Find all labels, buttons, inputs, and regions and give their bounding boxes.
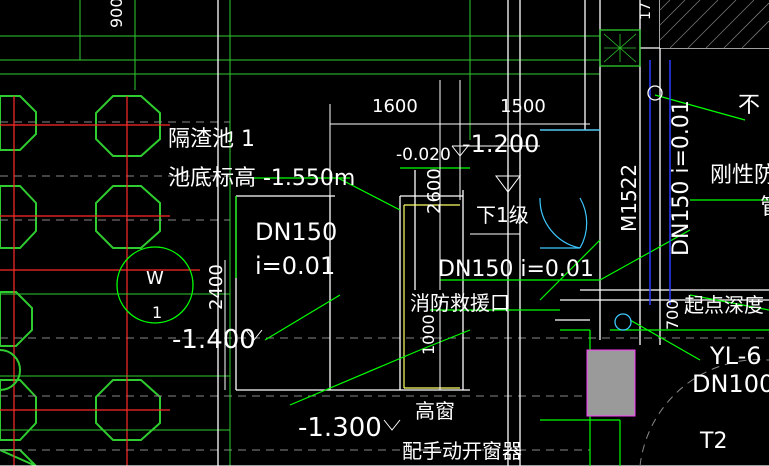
grey-column-block [586,349,636,417]
dim-2600-label: 2600 [424,168,445,214]
top-17-label: 17 [638,2,654,20]
blue-pipe [649,60,671,305]
dim-1600-label: 1600 [372,96,418,117]
red-axis-lines [0,96,200,466]
door-swing [539,129,600,249]
dashed-grid-lines [0,121,769,451]
yl-label: YL-6 [709,342,762,370]
green-hatch-square [599,29,641,67]
tank-bottom-label: 池底标高 -1.550m [168,166,355,191]
level-markers [245,145,540,431]
manual-window-label: 配手动开窗器 [402,439,522,463]
down-step-symbol [470,175,521,235]
dim-1000-label: 1000 [419,314,438,355]
dimension-lines [224,80,590,390]
not-label: 不 [738,93,760,118]
door-code-label: M1522 [617,164,641,232]
circles [0,85,769,466]
hatched-region [659,0,769,49]
level-neg1300-label: -1.300 [298,413,382,443]
pipe-right-label: DN150 i=0.01 [669,100,694,256]
dn100-label: DN100 [692,370,769,398]
high-window-label: 高窗 [415,399,455,423]
tank-name-label: 隔渣池 1 [168,127,255,152]
dim-2400-label: 2400 [206,264,227,310]
dim-1500-label: 1500 [500,96,546,117]
axis-w-num: 1 [152,303,162,322]
top-900-label: 900 [107,0,126,28]
down-step-label: 下1级 [476,203,529,227]
axis-circle-w [116,246,194,324]
axis-w-label: W [146,268,164,289]
level-neg0020-label: -0.020 [396,145,451,165]
green-grid-lines [0,0,600,466]
level-neg1400-label: -1.400 [172,325,256,355]
start-depth-label: 起点深度 [684,293,764,317]
level-neg1200-label: -1.200 [462,130,539,158]
rigid-label: 刚性防 [710,163,769,188]
vent-circle [647,85,663,101]
octagon-footings [0,95,161,466]
slope-left-label: i=0.01 [255,252,335,280]
rigid-2-label: 管 [760,195,769,220]
fire-connector-label: 消防救援口 [410,291,510,315]
pipe-mid-label: DN150 i=0.01 [438,257,594,282]
dim-700-label: 700 [663,299,682,330]
yellow-lines [403,204,460,389]
pipe-left-label: DN150 [255,218,337,246]
drawing-labels: 隔渣池 1 池底标高 -1.550m 1600 1500 -0.020 -1.2… [107,0,769,463]
t2-label: T2 [699,429,727,454]
drain-circle [614,313,632,331]
